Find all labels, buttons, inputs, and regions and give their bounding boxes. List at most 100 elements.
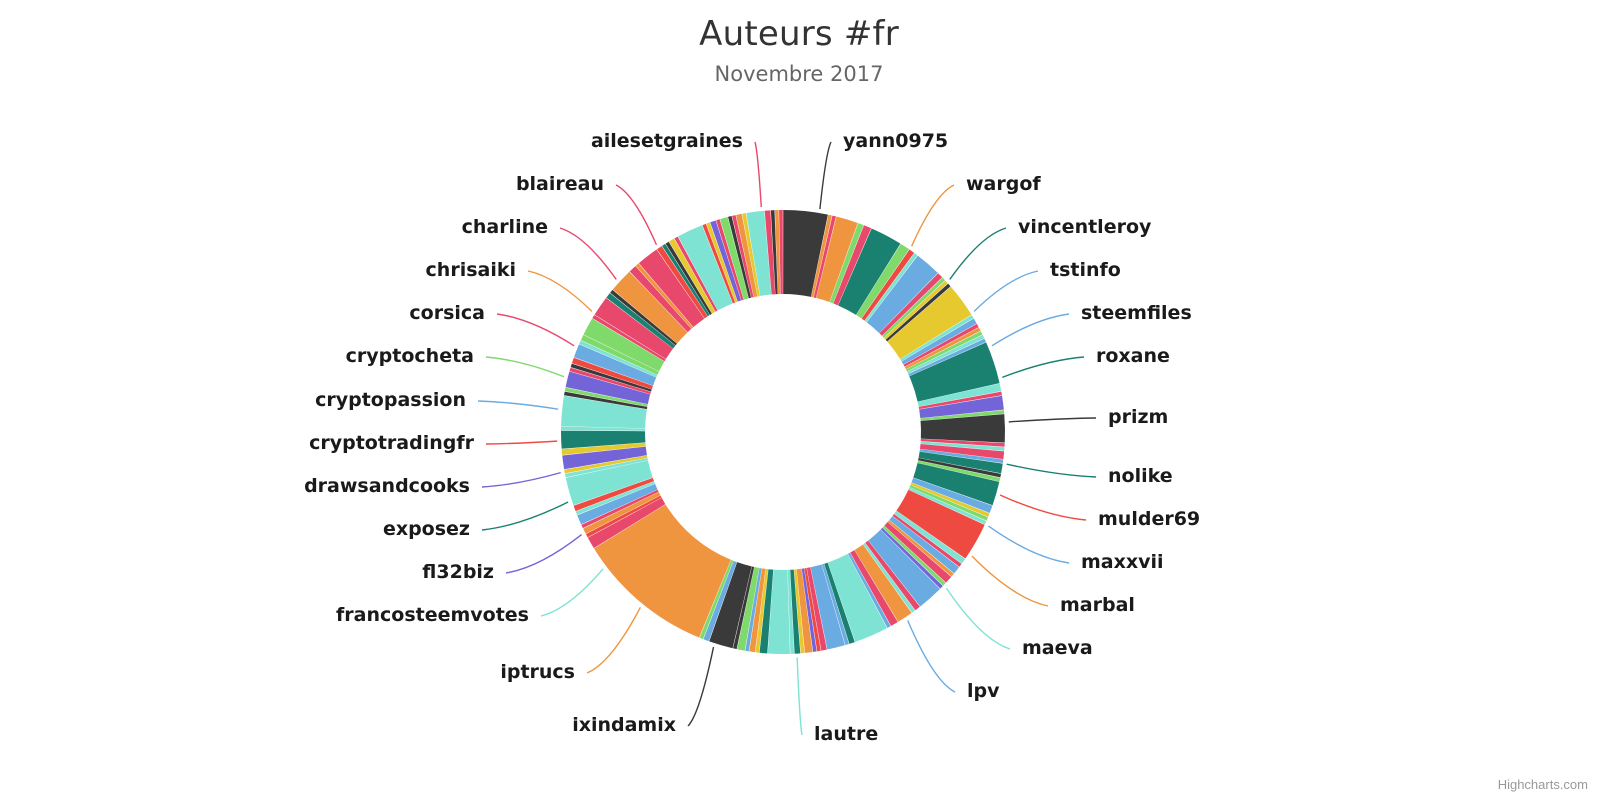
pie-slice[interactable] [918,391,1002,410]
pie-slice[interactable] [764,210,776,295]
pie-slice[interactable] [908,487,987,525]
pie-slice[interactable] [887,286,972,360]
pie-slice[interactable] [865,540,920,611]
pie-slice[interactable] [710,220,742,302]
pie-slice[interactable] [920,410,1005,421]
pie-slice[interactable] [678,225,733,311]
pie-slice[interactable] [594,504,731,638]
pie-slice[interactable] [733,566,755,650]
pie-slice[interactable] [669,238,716,314]
pie-slice[interactable] [581,489,659,529]
pie-slice[interactable] [577,483,658,525]
pie-slice[interactable] [767,569,790,655]
pie-slice[interactable] [728,216,752,299]
pie-slice[interactable] [854,544,912,622]
pie-slice[interactable] [570,363,652,392]
pie-slice[interactable] [571,357,653,390]
pie-slice[interactable] [920,438,1005,447]
pie-slice[interactable] [811,214,832,298]
pie-slice[interactable] [829,223,864,304]
pie-slice[interactable] [900,315,974,362]
pie-slice[interactable] [813,215,836,298]
pie-slice[interactable] [892,514,962,567]
pie-slice[interactable] [587,497,666,549]
pie-slice[interactable] [910,482,990,517]
pie-slice[interactable] [850,550,898,626]
pie-slice[interactable] [662,243,710,317]
pie-slice[interactable] [612,271,688,344]
pie-slice[interactable] [901,318,977,365]
pie-slice[interactable] [569,367,651,395]
pie-slice[interactable] [913,463,1000,506]
pie-slice[interactable] [745,567,762,652]
pie-slice[interactable] [606,293,676,349]
pie-slice[interactable] [868,529,940,607]
pie-slice[interactable] [580,334,659,375]
pie-slice[interactable] [565,371,651,405]
pie-slice[interactable] [903,323,979,367]
pie-slice[interactable] [746,210,772,296]
pie-slice[interactable] [561,430,646,449]
pie-slice[interactable] [856,243,910,319]
pie-slice[interactable] [905,331,983,372]
pie-slice[interactable] [908,338,986,377]
pie-slice[interactable] [564,387,648,407]
pie-slice[interactable] [919,395,1004,419]
pie-slice[interactable] [720,217,749,300]
pie-slice[interactable] [742,213,760,297]
pie-slice[interactable] [864,253,918,323]
pie-slice[interactable] [759,569,774,654]
pie-slice[interactable] [565,460,653,506]
pie-slice[interactable] [635,263,694,329]
pie-slice[interactable] [629,266,692,333]
pie-slice[interactable] [824,562,855,644]
pie-slice[interactable] [564,455,648,474]
pie-slice[interactable] [702,223,736,304]
pie-slice[interactable] [889,516,960,574]
pie-slice[interactable] [583,492,661,534]
pie-slice[interactable] [909,485,988,521]
pie-slice[interactable] [918,451,1003,474]
pie-slice[interactable] [585,495,662,538]
pie-slice[interactable] [801,568,817,652]
pie-slice[interactable] [804,567,821,652]
pie-slice[interactable] [827,553,888,642]
pie-slice[interactable] [919,444,1005,460]
pie-slice[interactable] [575,481,655,515]
pie-slice[interactable] [564,391,648,410]
pie-slice[interactable] [592,315,666,362]
pie-slice[interactable] [919,449,1004,464]
pie-slice[interactable] [610,289,677,346]
pie-slice[interactable] [885,283,951,342]
pie-slice[interactable] [894,510,966,564]
pie-slice[interactable] [737,567,760,651]
pie-slice[interactable] [770,210,778,295]
pie-slice[interactable] [896,489,985,559]
pie-slice[interactable] [579,340,658,378]
pie-slice[interactable] [904,327,981,370]
pie-slice[interactable] [917,460,1001,482]
pie-slice[interactable] [699,559,734,640]
pie-slice[interactable] [561,442,646,455]
pie-slice[interactable] [861,249,915,321]
pie-slice[interactable] [774,210,781,295]
pie-slice[interactable] [863,542,915,613]
pie-slice[interactable] [561,426,646,431]
pie-slice[interactable] [736,213,758,298]
pie-slice[interactable] [583,318,665,372]
pie-slice[interactable] [561,395,647,429]
pie-slice[interactable] [866,255,938,334]
pie-slice[interactable] [810,564,845,650]
pie-slice[interactable] [920,441,1005,451]
pie-slice[interactable] [794,569,805,654]
pie-slice[interactable] [796,568,813,653]
pie-slice[interactable] [790,569,801,654]
pie-slice[interactable] [884,522,952,583]
pie-slice[interactable] [887,520,954,577]
pie-slice[interactable] [709,562,752,649]
pie-slice[interactable] [656,246,708,319]
pie-slice[interactable] [911,477,993,514]
pie-slice[interactable] [909,342,1000,402]
pie-slice[interactable] [674,236,718,312]
pie-slice[interactable] [665,241,712,315]
